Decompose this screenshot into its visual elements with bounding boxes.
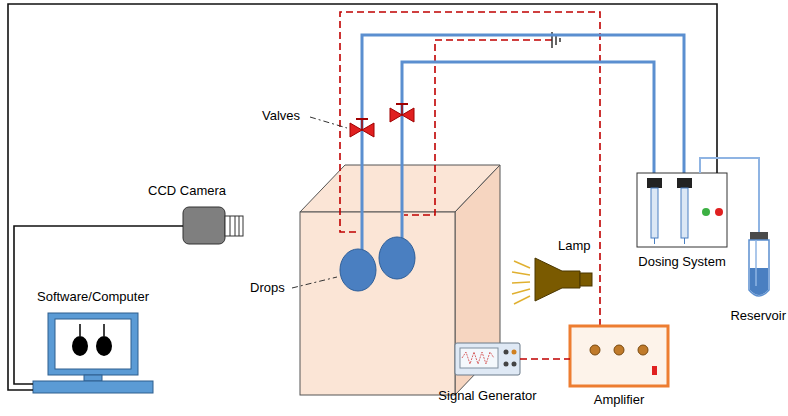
valve-stem — [361, 119, 363, 130]
ground-wire — [404, 40, 552, 215]
lamp-base — [580, 273, 592, 286]
tube — [402, 62, 654, 238]
lamp-body — [535, 258, 580, 301]
data-cable — [8, 4, 717, 390]
valve — [350, 119, 374, 137]
valve-handle — [396, 103, 408, 105]
vial — [749, 240, 769, 296]
device-label: Signal Generator — [438, 388, 536, 404]
camera-lens — [225, 216, 243, 236]
valve-half — [390, 108, 402, 122]
camera-body — [183, 207, 225, 244]
computer-base — [33, 381, 153, 393]
camera-node: CCD Camera — [183, 207, 243, 244]
drop — [379, 237, 415, 279]
syringe-tip — [684, 238, 685, 244]
device-label: CCD Camera — [148, 183, 226, 199]
light-ray — [512, 289, 530, 294]
reservoir-icon — [749, 232, 769, 296]
monitor-stand — [84, 375, 102, 381]
knob — [614, 345, 624, 355]
computer-icon — [33, 313, 153, 393]
light-ray — [512, 282, 530, 283]
vial-tube — [755, 240, 757, 286]
syringe-tip — [654, 238, 655, 244]
syringe-barrel — [681, 188, 688, 238]
tube — [362, 35, 684, 250]
vial-cap — [750, 232, 768, 240]
syringe-cap — [677, 178, 692, 188]
waveform — [462, 352, 494, 364]
device-label: Software/Computer — [37, 289, 149, 305]
screen — [55, 319, 131, 369]
vial-liquid — [750, 268, 768, 295]
valve-stem — [401, 104, 403, 115]
valve-half — [362, 123, 374, 137]
knob — [638, 345, 648, 355]
lens-ring — [235, 216, 236, 236]
knob — [504, 350, 509, 355]
chamber-side — [455, 165, 500, 395]
part-label: Lamp — [558, 238, 591, 254]
electrode-wire — [340, 12, 600, 326]
reservoir-node: Reservoir — [748, 232, 770, 300]
chamber — [300, 165, 500, 395]
lens-ring — [239, 216, 240, 236]
lens-ring — [230, 216, 231, 236]
dosing-box — [637, 173, 727, 247]
monitor — [48, 313, 138, 375]
chamber-front — [300, 212, 455, 395]
dosing-node: Dosing System — [637, 173, 727, 247]
syringe-cap — [647, 178, 662, 188]
generator-display — [460, 348, 498, 368]
dosing-icon — [637, 173, 727, 247]
syringe-barrel — [651, 188, 658, 238]
leader-line — [292, 277, 337, 288]
knob — [512, 350, 517, 355]
knob — [590, 345, 600, 355]
screen-drop — [72, 336, 88, 356]
generator-case — [455, 343, 520, 375]
knob — [504, 362, 509, 367]
valve-half — [350, 123, 362, 137]
power-switch — [652, 366, 657, 375]
computer-node: Software/Computer — [33, 312, 153, 393]
amplifier-node: Amplifier — [570, 326, 668, 386]
device-label: Dosing System — [638, 254, 725, 270]
signal-wire — [520, 358, 570, 360]
screen-needle — [103, 324, 105, 336]
light-ray — [514, 261, 530, 268]
data-cable — [14, 226, 183, 384]
light-ray — [512, 272, 530, 275]
generator-node: Signal Generator — [455, 343, 520, 375]
valve — [390, 104, 414, 122]
status-light — [702, 208, 710, 216]
part-label: Drops — [250, 280, 285, 296]
status-light — [715, 208, 723, 216]
amplifier-case — [570, 326, 668, 386]
device-label: Reservoir — [730, 308, 786, 324]
lamp-icon — [512, 258, 592, 304]
screen-drop — [96, 336, 112, 356]
light-ray — [514, 296, 530, 304]
amplifier-icon — [570, 326, 668, 386]
knob — [512, 362, 517, 367]
drop — [340, 249, 376, 291]
supply-tube — [700, 158, 759, 232]
part-label: Valves — [262, 108, 300, 124]
camera-icon — [183, 207, 243, 244]
leader-line — [310, 117, 347, 128]
valve-handle — [356, 118, 368, 120]
signal-generator-icon — [455, 343, 520, 375]
valve-half — [402, 108, 414, 122]
ground-bar — [559, 38, 561, 42]
device-label: Amplifier — [594, 392, 645, 408]
screen-needle — [79, 324, 81, 336]
